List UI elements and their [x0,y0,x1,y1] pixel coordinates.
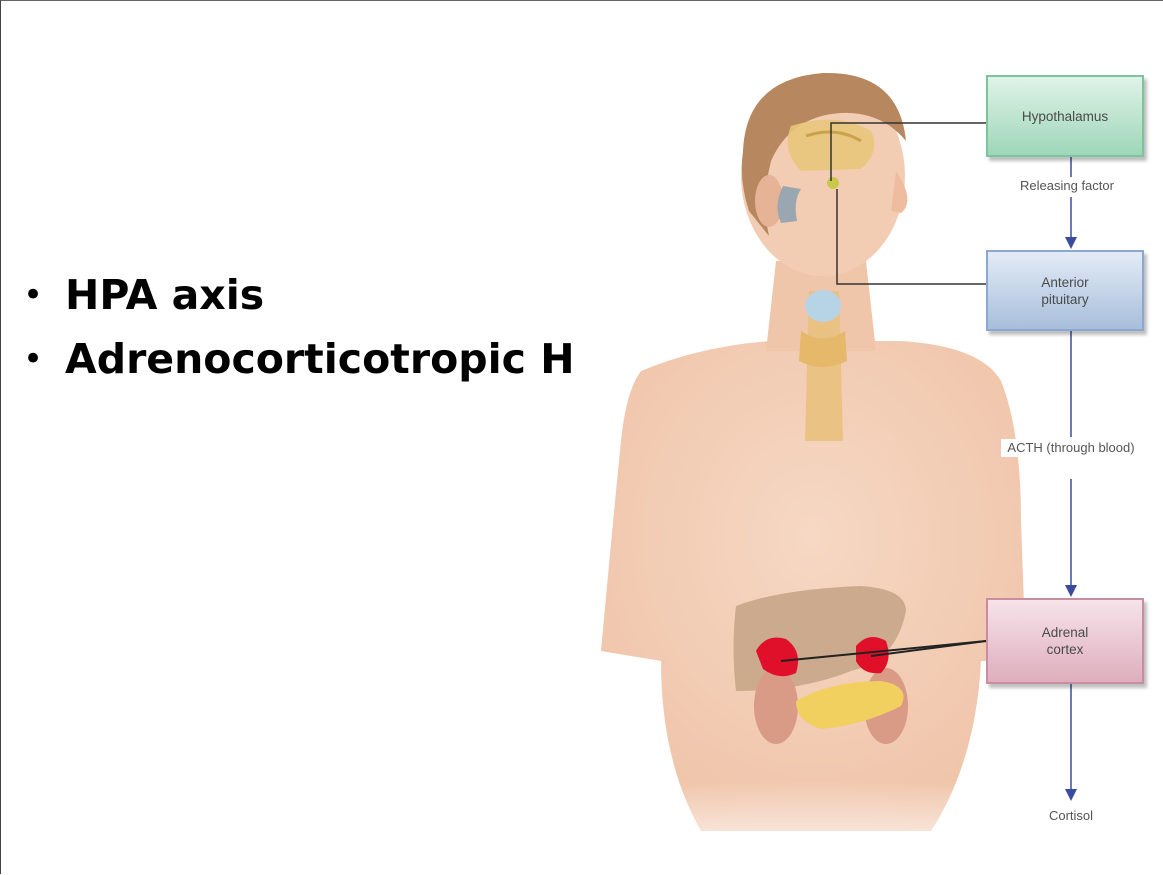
bullet-list: • HPA axis • Adrenocorticotropic H [23,263,575,391]
anterior-pituitary-label: Anterior pituitary [1020,274,1110,308]
bullet-text: Adrenocorticotropic H [65,335,575,383]
bullet-text: HPA axis [65,271,264,319]
anterior-pituitary-box: Anterior pituitary [986,250,1144,331]
cortisol-label: Cortisol [1031,807,1111,825]
adrenal-cortex-box: Adrenal cortex [986,598,1144,684]
hypothalamus-box: Hypothalamus [986,75,1144,157]
bullet-item: • Adrenocorticotropic H [23,327,575,391]
bullet-item: • HPA axis [23,263,575,327]
adrenal-cortex-label: Adrenal cortex [1030,624,1100,658]
kidney-left [754,668,798,744]
bullet-dot: • [23,327,43,391]
hypothalamus-label: Hypothalamus [1022,108,1108,125]
bullet-dot: • [23,263,43,327]
acth-label: ACTH (through blood) [1001,439,1141,457]
releasing-factor-label: Releasing factor [987,177,1147,195]
